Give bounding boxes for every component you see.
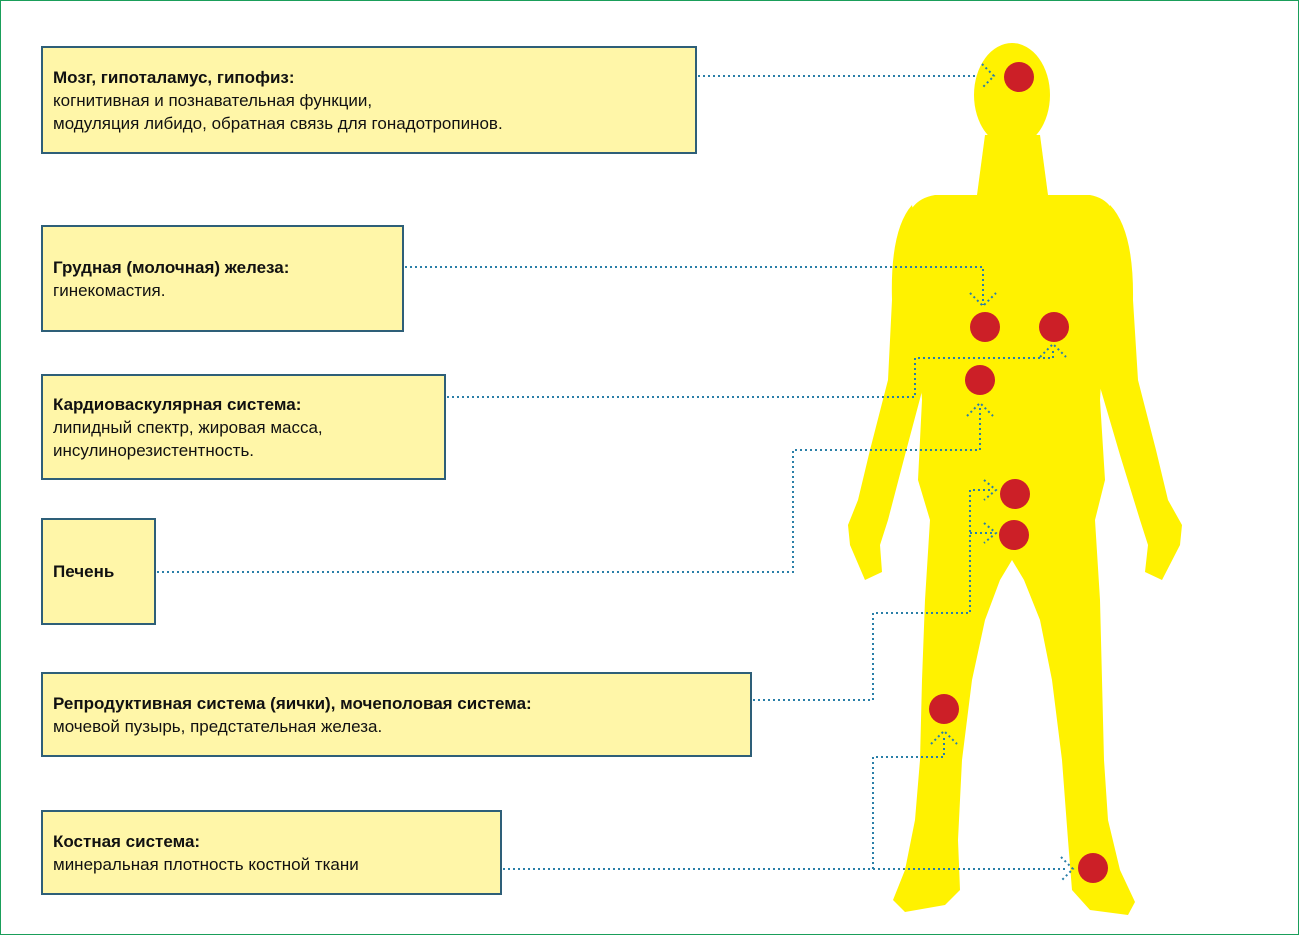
- label-desc-repro-1: мочевой пузырь, предстательная железа.: [53, 715, 740, 738]
- marker-knee: [929, 694, 959, 724]
- label-title-repro: Репродуктивная система (яички), мочеполо…: [53, 692, 740, 715]
- marker-ankle: [1078, 853, 1108, 883]
- label-desc-brain-2: модуляция либидо, обратная связь для гон…: [53, 112, 685, 135]
- silhouette-right-arm: [1095, 205, 1182, 580]
- label-box-bone: Костная система: минеральная плотность к…: [41, 810, 502, 895]
- label-desc-cardio-1: липидный спектр, жировая масса,: [53, 416, 434, 439]
- label-desc-breast-1: гинекомастия.: [53, 279, 392, 302]
- marker-breast-right: [1039, 312, 1069, 342]
- marker-brain: [1004, 62, 1034, 92]
- label-title-liver: Печень: [53, 560, 144, 583]
- label-box-liver: Печень: [41, 518, 156, 625]
- label-desc-cardio-2: инсулинорезистентность.: [53, 439, 434, 462]
- marker-heart: [965, 365, 995, 395]
- silhouette-neck: [977, 135, 1048, 195]
- marker-liver: [1000, 479, 1030, 509]
- marker-breast-left: [970, 312, 1000, 342]
- label-desc-brain-1: когнитивная и познавательная функции,: [53, 89, 685, 112]
- silhouette-head: [974, 43, 1050, 147]
- label-title-breast: Грудная (молочная) железа:: [53, 256, 392, 279]
- label-box-cardio: Кардиоваскулярная система: липидный спек…: [41, 374, 446, 480]
- label-title-cardio: Кардиоваскулярная система:: [53, 393, 434, 416]
- silhouette-left-arm: [848, 205, 930, 580]
- label-box-breast: Грудная (молочная) железа: гинекомастия.: [41, 225, 404, 332]
- label-desc-bone-1: минеральная плотность костной ткани: [53, 853, 490, 876]
- label-title-brain: Мозг, гипоталамус, гипофиз:: [53, 66, 685, 89]
- label-title-bone: Костная система:: [53, 830, 490, 853]
- label-box-repro: Репродуктивная система (яички), мочеполо…: [41, 672, 752, 757]
- marker-genitals: [999, 520, 1029, 550]
- label-box-brain: Мозг, гипоталамус, гипофиз: когнитивная …: [41, 46, 697, 154]
